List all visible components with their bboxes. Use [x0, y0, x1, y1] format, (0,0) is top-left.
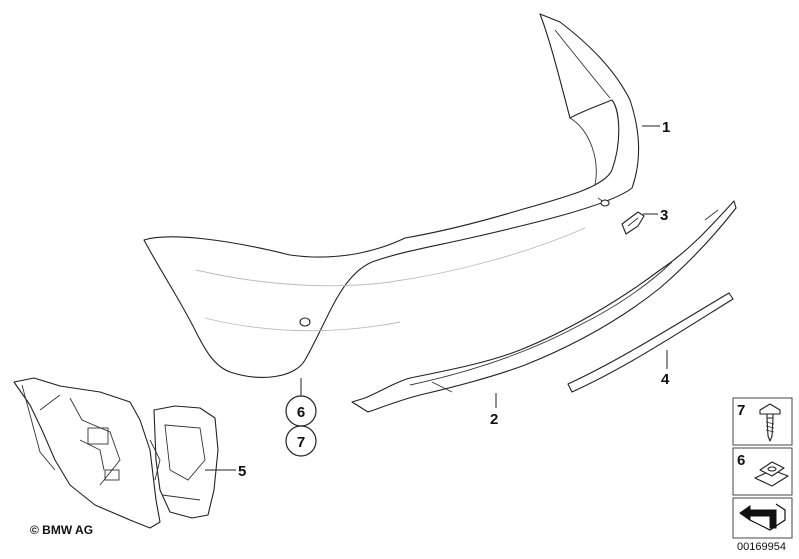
part-label-5: 5	[238, 463, 246, 480]
bracket-clip[interactable]	[621, 211, 645, 235]
part-label-2: 2	[490, 411, 498, 428]
copyright-notice: © BMW AG	[30, 523, 94, 537]
reference-circle-6[interactable]: 6	[285, 395, 317, 427]
direction-arrow-icon	[739, 503, 786, 531]
part-label-1: 1	[662, 119, 670, 136]
diagram-id: 00169954	[737, 541, 786, 553]
trim-strip[interactable]	[567, 292, 734, 393]
clip-nut-icon	[754, 461, 789, 487]
legend-label-7: 7	[737, 402, 745, 419]
left-mounting-bracket[interactable]	[13, 377, 161, 529]
legend-item-direction	[732, 497, 793, 539]
part-label-3: 3	[660, 207, 668, 224]
legend-label-6: 6	[737, 452, 745, 469]
rear-bumper-trim-panel[interactable]	[143, 13, 640, 378]
screw-icon	[759, 403, 781, 442]
legend-item-screw[interactable]: 7	[732, 397, 793, 446]
part-label-4: 4	[661, 371, 670, 388]
legend-item-nut[interactable]: 6	[732, 447, 793, 496]
lower-diffuser[interactable]	[351, 200, 737, 413]
reference-label-7: 7	[297, 434, 305, 451]
right-mounting-bracket[interactable]	[149, 405, 219, 519]
leader-lines	[205, 125, 668, 471]
reference-label-6: 6	[297, 404, 305, 421]
reference-circle-7[interactable]: 7	[285, 425, 317, 457]
